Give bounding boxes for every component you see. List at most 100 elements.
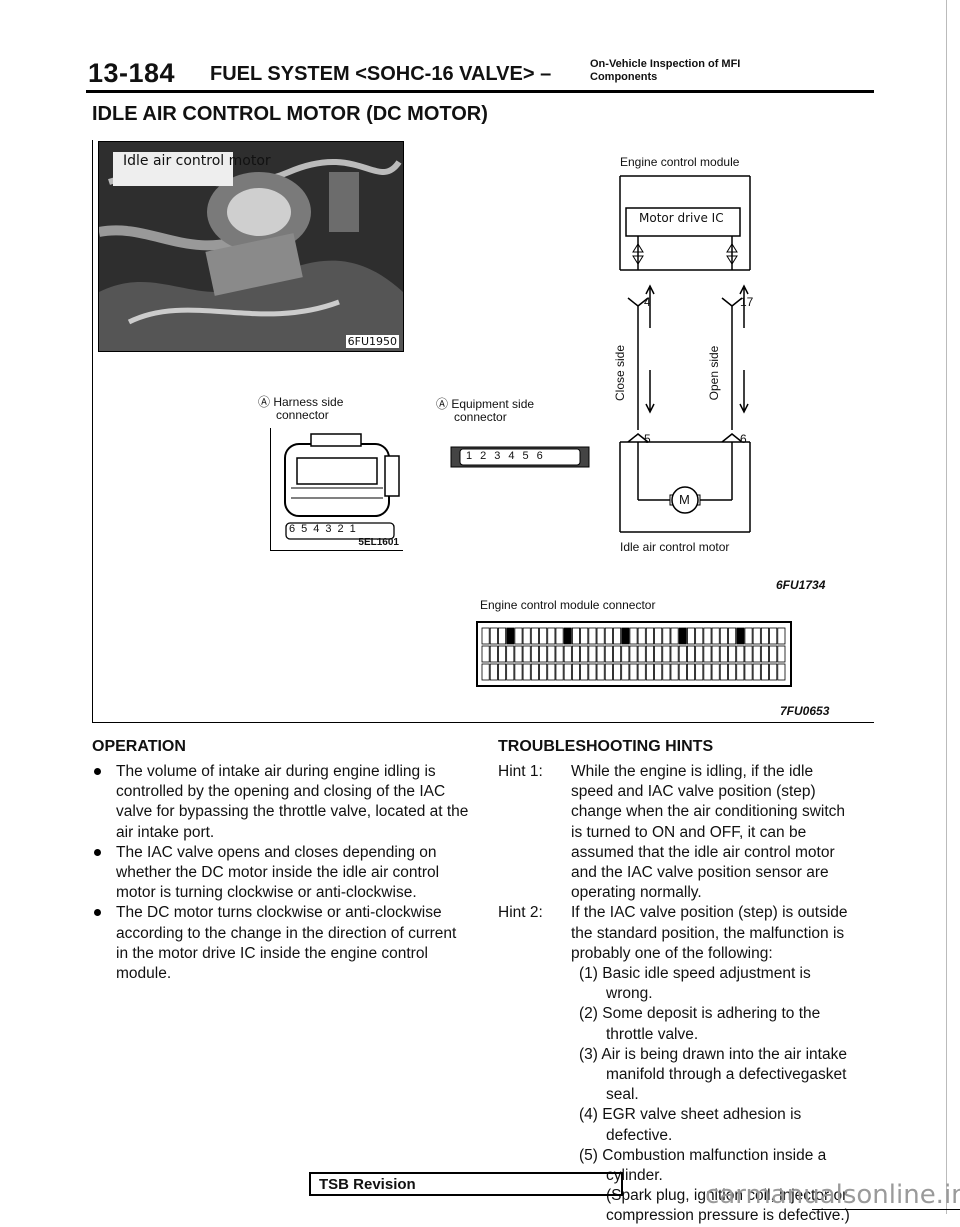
ecm-pin-cell: [613, 627, 622, 645]
ecm-pin-cell: [678, 645, 687, 663]
section-title: IDLE AIR CONTROL MOTOR (DC MOTOR): [92, 103, 488, 125]
ecm-pin-cell: [662, 627, 671, 645]
ecm-pin-cell: [522, 645, 531, 663]
ecm-pin-cell: [530, 663, 539, 681]
ecm-pin-cell: [481, 627, 490, 645]
ecm-pin-cell: [563, 627, 572, 645]
ecm-pin-cell: [596, 663, 605, 681]
page-edge-line: [946, 0, 947, 1214]
figure-frame-bottom: [92, 722, 874, 723]
hint-2-label: Hint 2:: [498, 904, 543, 922]
ecm-pin-cell: [645, 663, 654, 681]
tsb-revision-box: TSB Revision: [309, 1172, 623, 1196]
ecm-pin-cell: [662, 645, 671, 663]
ecm-pin-cell: [719, 663, 728, 681]
ecm-pin-cell: [514, 663, 523, 681]
harness-connector-label: Ⓐ Harness side connector: [258, 396, 343, 422]
harness-pin: 2: [337, 523, 350, 535]
page-subtitle: On-Vehicle Inspection of MFI Components: [590, 58, 740, 84]
equipment-pins: 123456: [466, 450, 551, 462]
ecm-pin-cell: [654, 663, 663, 681]
ecm-pin-cell: [654, 627, 663, 645]
equipment-connector-label: Ⓐ Equipment side connector: [436, 398, 534, 424]
equipment-label-line-2: connector: [454, 410, 507, 424]
ecm-pin-cell: [547, 663, 556, 681]
harness-code: 5EL1601: [358, 537, 399, 548]
ecm-pin-cell: [719, 645, 728, 663]
operation-heading: OPERATION: [92, 738, 186, 755]
ecm-pin-cell: [530, 627, 539, 645]
hint-1-label: Hint 1:: [498, 763, 543, 780]
page-title: FUEL SYSTEM <SOHC-16 VALVE> –: [210, 63, 552, 85]
ecm-pin-cell: [522, 663, 531, 681]
photo-code: 6FU1950: [345, 335, 399, 348]
ecm-pin-cell: [530, 645, 539, 663]
ecm-pin-cell: [489, 663, 498, 681]
hint-1: Hint 1: While the engine is idling, if t…: [498, 762, 854, 903]
ecm-pin-cell: [687, 645, 696, 663]
hint-2-item: (5) Combustion malfunction inside a cyli…: [579, 1146, 827, 1185]
page-number: 13-184: [88, 58, 176, 88]
ecm-pin-cell: [604, 627, 613, 645]
operation-item-text: The volume of intake air during engine i…: [116, 763, 469, 841]
ecm-pin-cell: [621, 645, 630, 663]
ecm-pin-cell: [539, 645, 548, 663]
equipment-pin-row: 123456: [450, 445, 590, 474]
ecm-pin-cell: [752, 663, 761, 681]
bullet-icon: [94, 768, 101, 775]
bullet-icon: [94, 848, 101, 856]
hint-2-item: (2) Some deposit is adhering to the thro…: [579, 1005, 821, 1043]
ecm-pin-cell: [678, 663, 687, 681]
ecm-pin-cell: [588, 663, 597, 681]
ecm-pin-cell: [514, 627, 523, 645]
ecm-pin-cell: [670, 645, 679, 663]
ecm-pin-cell: [514, 645, 523, 663]
ecm-pin-cell: [629, 645, 638, 663]
ecm-pin-cell: [539, 663, 548, 681]
harness-pin: 6: [289, 523, 302, 535]
ecm-pin-cell: [736, 663, 745, 681]
ecm-pin-cell: [654, 645, 663, 663]
hint-2-item: (3) Air is being drawn into the air inta…: [579, 1045, 847, 1104]
ecm-pin-cell: [744, 627, 753, 645]
photo-label: Idle air control motor: [123, 153, 271, 169]
ecm-pin-cell: [588, 645, 597, 663]
equipment-pin: 6: [536, 450, 551, 462]
ecm-pin-cell: [580, 645, 589, 663]
ecm-pin-cell: [604, 663, 613, 681]
ecm-pin-cell: [580, 627, 589, 645]
ecm-connector-label: Engine control module connector: [480, 598, 656, 612]
ecm-pin-cell: [481, 645, 490, 663]
ecm-pin-cell: [711, 627, 720, 645]
ecm-pin-cell: [613, 663, 622, 681]
motor-label: Idle air control motor: [620, 540, 730, 554]
troubleshooting-heading: TROUBLESHOOTING HINTS: [498, 738, 714, 755]
ecm-pin-cell: [695, 645, 704, 663]
ecm-connector-figure: [476, 621, 792, 687]
ecm-pin-cell: [637, 645, 646, 663]
ecm-pin-cell: [760, 645, 769, 663]
ecm-pin-cell: [547, 645, 556, 663]
ecm-pin-cell: [604, 645, 613, 663]
motor-drive-ic-label: Motor drive IC: [639, 211, 724, 225]
ecm-pin-cell: [621, 627, 630, 645]
ecm-pin-cell: [695, 627, 704, 645]
ecm-pin-cell: [777, 663, 786, 681]
operation-item-text: The DC motor turns clockwise or anti-clo…: [116, 904, 457, 983]
ecm-pin-cell: [645, 645, 654, 663]
motor-symbol-label: M: [679, 492, 690, 507]
hint-2-text: If the IAC valve position (step) is outs…: [571, 904, 848, 962]
ecm-pin-cell: [728, 663, 737, 681]
ecm-pin-cell: [489, 645, 498, 663]
ecm-connector-code: 7FU0653: [780, 704, 830, 718]
ecm-pin-cell: [621, 663, 630, 681]
ecm-pin-cell: [736, 645, 745, 663]
harness-pin: 3: [325, 523, 338, 535]
operation-item: The IAC valve opens and closes depending…: [92, 843, 470, 904]
ecm-pin-cell: [752, 627, 761, 645]
ecm-pin-cell: [481, 663, 490, 681]
ecm-pin-cell: [662, 663, 671, 681]
hint-2-item: (1) Basic idle speed adjustment is wrong…: [579, 965, 811, 1003]
ecm-pin-cell: [555, 663, 564, 681]
harness-pins: 654321: [289, 523, 362, 535]
